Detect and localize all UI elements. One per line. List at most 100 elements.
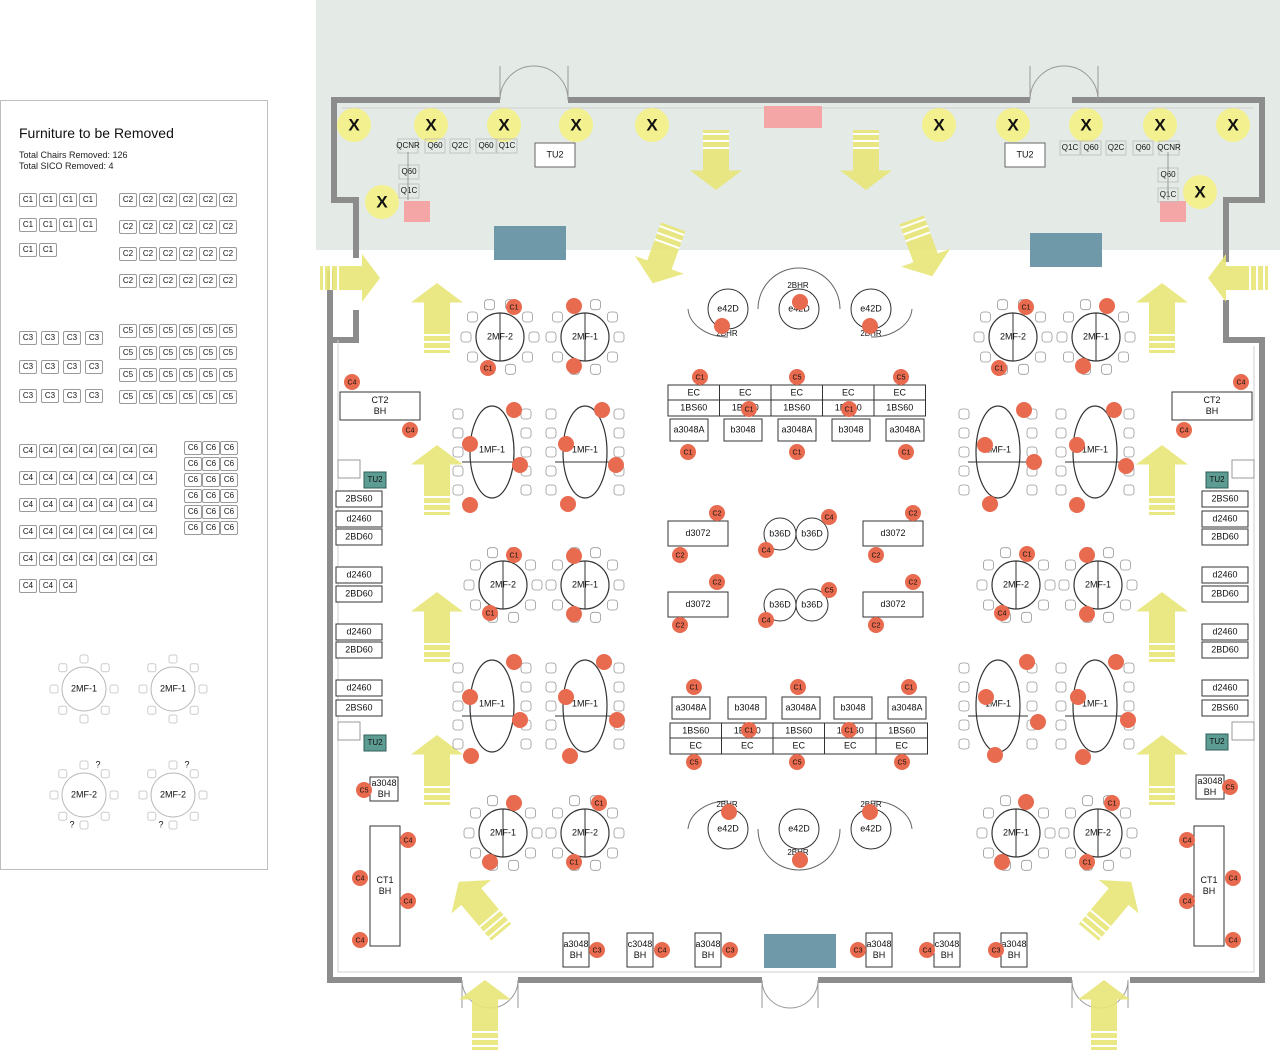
removed-chair-dot	[596, 654, 612, 670]
removed-chair-code: C1	[793, 449, 802, 456]
stanchion-box	[424, 138, 446, 154]
stanchion-box	[475, 138, 497, 154]
removed-chair-dot	[480, 360, 496, 376]
legend-chair-chip: C5	[139, 390, 157, 404]
chair-outline	[467, 351, 478, 363]
removed-chair-dot	[589, 942, 605, 958]
b36d-label: b36D	[801, 599, 823, 609]
x-marker-circle	[1143, 108, 1177, 142]
bh-table	[1195, 774, 1225, 800]
removed-chair-dot	[506, 402, 522, 418]
removed-chair: C3	[988, 942, 1004, 958]
e42d-table	[778, 808, 820, 850]
chair-outline	[607, 559, 618, 571]
removed-chair	[1106, 402, 1122, 418]
flow-arrow	[1136, 592, 1188, 662]
removed-chair-dot	[758, 612, 774, 628]
chair-outline	[1041, 331, 1053, 343]
bh-table	[933, 932, 961, 968]
chair-outline	[1120, 807, 1131, 819]
removed-chair: C1	[901, 679, 917, 695]
legend-chair-chip: C1	[59, 218, 77, 232]
bs60-table-label: 1BS60	[785, 725, 812, 735]
removed-chair-code: C1	[1108, 800, 1117, 807]
round-table-label: 2MF-1	[572, 331, 598, 341]
removed-chair: C1	[566, 854, 582, 870]
tu2-unit-label: TU2	[367, 475, 383, 484]
side-table-label: d2460	[346, 513, 371, 523]
removed-chair: C4	[919, 942, 935, 958]
legend-chair-chip: C3	[41, 331, 59, 345]
chair-outline	[545, 427, 557, 439]
removed-chair	[566, 358, 582, 374]
bh-table	[562, 932, 590, 968]
removed-chair	[1018, 794, 1034, 810]
removed-chair-dot	[1225, 870, 1241, 886]
legend-chair-chip: C4	[39, 498, 57, 512]
removed-chair: C4	[352, 932, 368, 948]
bar-table-label: a3048A	[889, 424, 920, 434]
flow-arrow	[690, 130, 742, 190]
chair-outline	[552, 807, 563, 819]
ct1-table	[1193, 825, 1225, 947]
chair-outline	[607, 311, 618, 323]
circulation-arrows	[320, 130, 1268, 1050]
removed-chair-dot	[352, 932, 368, 948]
removed-chair-dot	[898, 444, 914, 460]
legend-chair-chip: C3	[19, 389, 37, 403]
removed-chair-dot	[1099, 298, 1115, 314]
bh-table	[865, 932, 893, 968]
x-marker-circle	[1216, 108, 1250, 142]
side-table	[1201, 510, 1249, 528]
chair-outline	[1120, 559, 1131, 571]
side-table	[1201, 641, 1249, 659]
chair-outline	[1055, 408, 1067, 420]
removed-chair: C2	[709, 574, 725, 590]
bh-table-label: BH	[634, 950, 647, 960]
removed-chair: C5	[686, 754, 702, 770]
chair-outline	[1000, 547, 1011, 559]
removed-chair-code: C5	[825, 587, 834, 594]
chair-outline	[1123, 484, 1135, 496]
legend-chair-chip: C6	[184, 521, 202, 535]
removed-chair-code: C1	[510, 304, 519, 311]
bar-table	[777, 418, 817, 442]
removed-chair-code: C1	[745, 727, 754, 734]
removed-chair-dot	[1018, 794, 1034, 810]
removed-chair: C5	[789, 369, 805, 385]
bar-table	[723, 418, 763, 442]
ec-table-label: EC	[687, 387, 700, 397]
legend-chair-chip: C5	[119, 324, 137, 338]
side-table-label: d2460	[346, 682, 371, 692]
removed-chair	[792, 852, 808, 868]
chair-outline	[613, 738, 625, 750]
removed-chair-dot	[1026, 454, 1042, 470]
removed-chair: C4	[1225, 870, 1241, 886]
legend-chair-chip: C5	[199, 368, 217, 382]
removed-chair-dot	[789, 754, 805, 770]
chair-outline	[1055, 446, 1067, 458]
side-table	[335, 699, 383, 717]
side-table-label: 2BD60	[1211, 531, 1239, 541]
flow-arrow	[411, 445, 463, 515]
arrow-body	[1208, 254, 1268, 302]
removed-chair-code: C4	[1183, 837, 1192, 844]
bar-table	[669, 418, 709, 442]
legend-chair-chip: C1	[19, 243, 37, 257]
legend-chair-chip: C6	[184, 489, 202, 503]
chair-outline	[1063, 351, 1074, 363]
removed-chair	[1016, 402, 1032, 418]
x-marker-letter: X	[1154, 115, 1166, 134]
chair-outline	[958, 465, 970, 477]
round-table-label: 2MF-2	[572, 827, 598, 837]
bar-table-label: a3048A	[891, 702, 922, 712]
removed-chair-code: C5	[1226, 784, 1235, 791]
removed-chair: C1	[1019, 546, 1035, 562]
chair-outline	[1055, 738, 1067, 750]
oval-table	[975, 405, 1021, 499]
legend-chair-chip: C2	[139, 220, 157, 234]
x-marker-letter: X	[498, 115, 510, 134]
total-chairs-removed: Total Chairs Removed: 126	[19, 150, 128, 160]
side-table-label: 2BD60	[1211, 644, 1239, 654]
chair-outline	[545, 465, 557, 477]
